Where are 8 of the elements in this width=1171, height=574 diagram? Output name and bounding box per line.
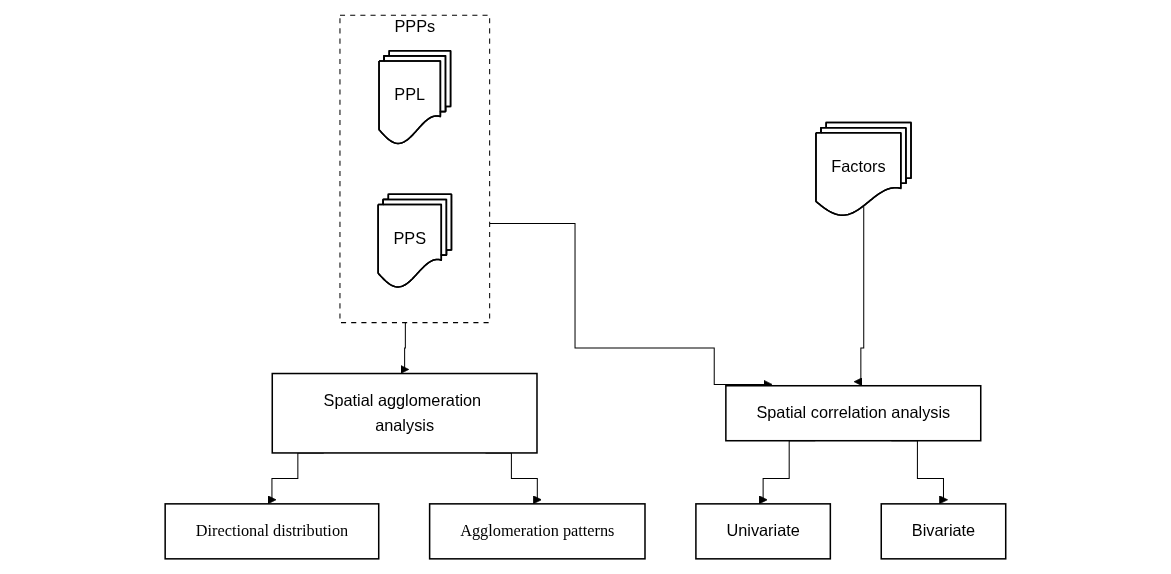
node-box: Spatial correlation analysis xyxy=(725,385,982,442)
node-box: Agglomeration patterns xyxy=(428,503,646,560)
node-box: Directional distribution xyxy=(164,503,380,560)
node-box: Univariate xyxy=(695,503,832,560)
arrow xyxy=(853,205,865,387)
node-box: Spatial agglomeration analysis xyxy=(271,372,538,454)
arrow xyxy=(400,322,410,374)
node-box: Bivariate xyxy=(880,503,1007,560)
